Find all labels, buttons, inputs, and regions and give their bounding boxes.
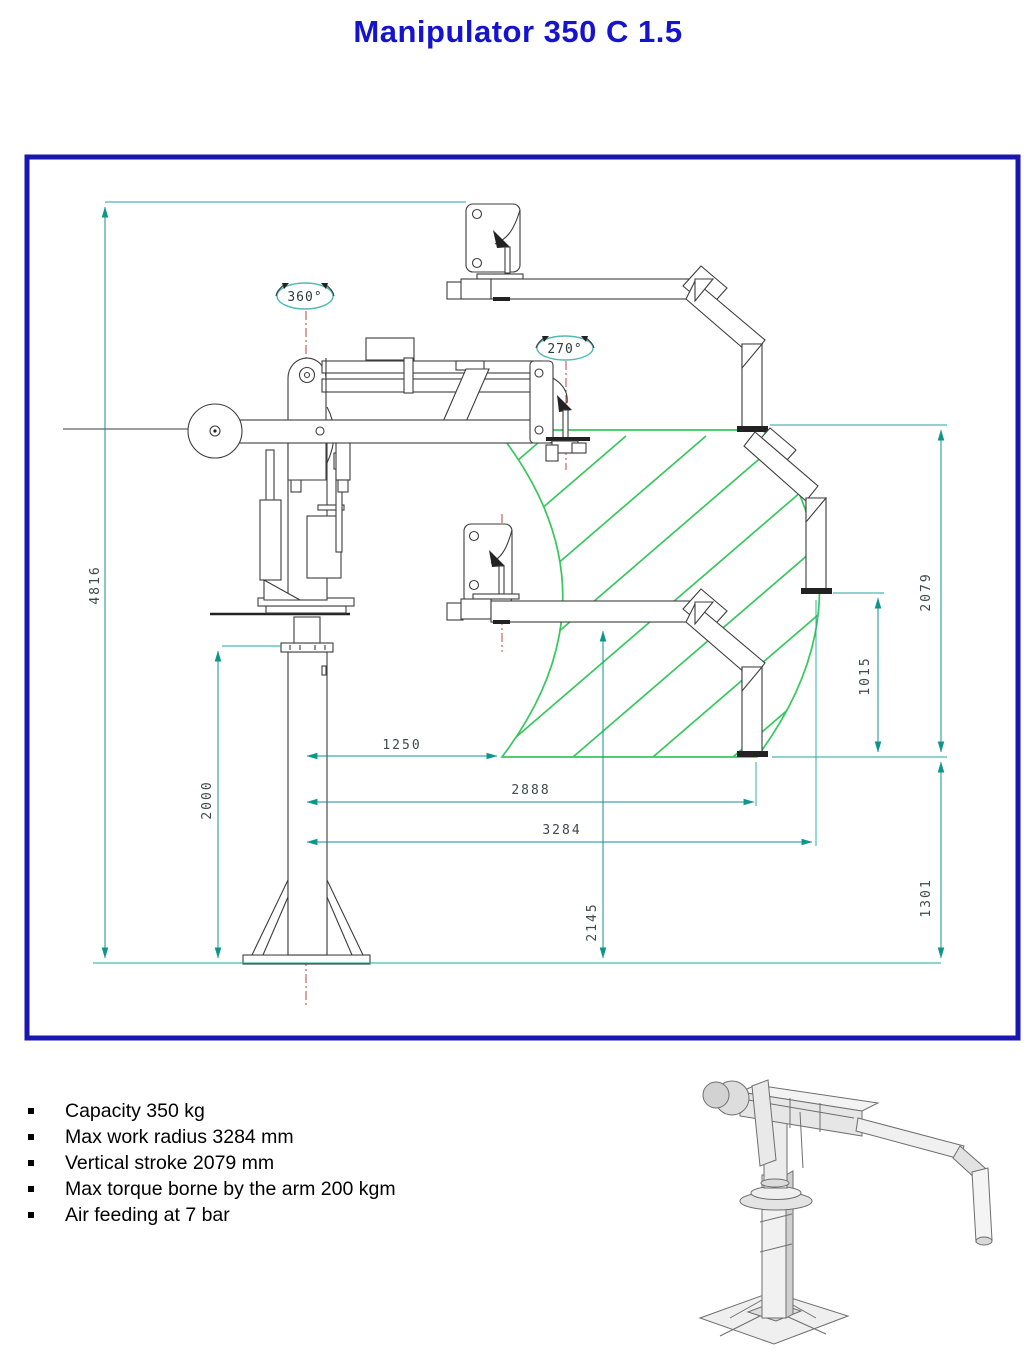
dim-vertical-stroke: 2079 (919, 572, 934, 611)
forearm-lowered (446, 523, 768, 757)
dim-mid-radius: 2888 (511, 783, 550, 798)
rotation-360: 360° (275, 282, 335, 310)
balancer-cylinder (259, 449, 303, 601)
list-item: Air feeding at 7 bar (22, 1202, 662, 1228)
column-and-base (210, 597, 371, 965)
wrist-bracket (529, 360, 590, 462)
bullet-icon (28, 1160, 34, 1166)
dim-lower-stroke: 1015 (858, 656, 873, 695)
list-item: Max work radius 3284 mm (22, 1124, 662, 1150)
list-item: Capacity 350 kg (22, 1098, 662, 1124)
bullet-icon (28, 1212, 34, 1218)
centerlines (305, 311, 567, 1008)
dim-arm-height: 2145 (585, 902, 600, 941)
spec-capacity: Capacity 350 kg (65, 1099, 205, 1122)
dim-min-radius: 1250 (382, 738, 421, 753)
manipulator-3d-render (698, 1079, 993, 1345)
bullet-icon (28, 1134, 34, 1140)
manipulator-side-view (63, 203, 832, 965)
spec-work-radius: Max work radius 3284 mm (65, 1125, 294, 1148)
dim-low-clearance: 1301 (919, 878, 934, 917)
forearm-mid (743, 427, 832, 594)
list-item: Vertical stroke 2079 mm (22, 1150, 662, 1176)
bullet-icon (28, 1108, 34, 1114)
drawing-frame (24, 154, 1021, 1041)
dimension-lines: 4816 2000 1250 2888 3284 2145 1015 2079 … (88, 201, 947, 964)
dim-column-height: 2000 (200, 780, 215, 819)
forearm-raised (446, 203, 768, 432)
list-item: Max torque borne by the arm 200 kgm (22, 1176, 662, 1202)
dim-total-height: 4816 (88, 565, 103, 604)
spec-max-torque: Max torque borne by the arm 200 kgm (65, 1177, 396, 1200)
spec-list: Capacity 350 kg Max work radius 3284 mm … (22, 1098, 662, 1228)
slew-angle-label: 360° (287, 290, 322, 305)
main-arm (63, 337, 590, 481)
spec-air-feeding: Air feeding at 7 bar (65, 1203, 230, 1226)
spec-vertical-stroke: Vertical stroke 2079 mm (65, 1151, 275, 1174)
bullet-icon (28, 1186, 34, 1192)
wrist-angle-label: 270° (547, 342, 582, 357)
rotation-270: 270° (535, 335, 595, 361)
dim-max-radius: 3284 (542, 823, 581, 838)
page-title: Manipulator 350 C 1.5 (353, 14, 683, 49)
